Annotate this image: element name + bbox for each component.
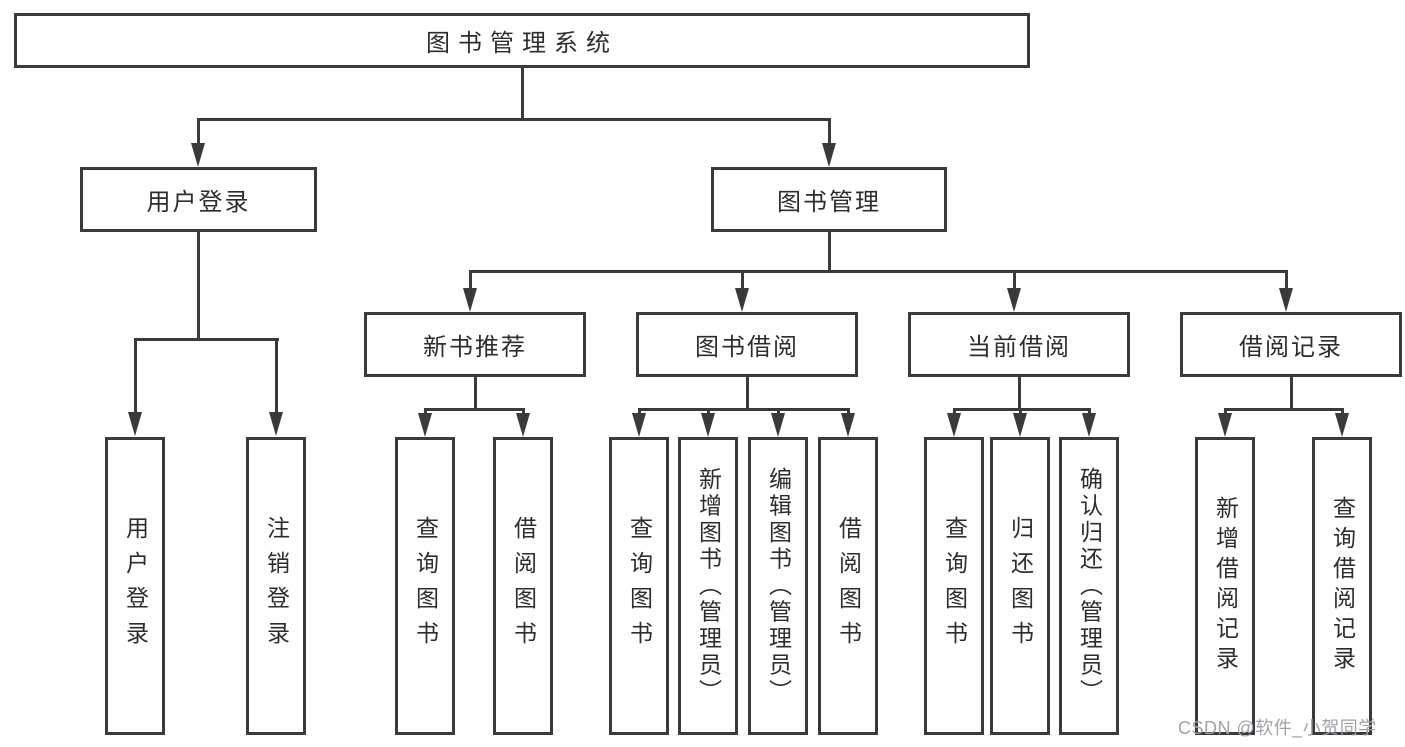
arrowhead-down-icon (632, 413, 646, 437)
connector-line (745, 377, 749, 410)
connector-line (521, 408, 525, 414)
leaf-current-query: 查询图书 (924, 437, 984, 735)
arrowhead-down-icon (1335, 413, 1349, 437)
leaf-newbook-query-label: 查询图书 (412, 516, 439, 656)
leaf-confirm-return: 确认归还（管理员） (1059, 437, 1119, 735)
connector-line (468, 270, 1288, 273)
node-current-borrow: 当前借阅 (908, 312, 1130, 377)
leaf-record-query: 查询借阅记录 (1312, 437, 1372, 735)
leaf-record-add-label: 新增借阅记录 (1212, 496, 1239, 676)
connector-line (706, 408, 710, 414)
connector-line (827, 118, 831, 146)
arrowhead-down-icon (191, 143, 205, 167)
leaf-borrow-add-book: 新增图书（管理员） (678, 437, 738, 735)
leaf-logout: 注销登录 (246, 437, 306, 735)
leaf-borrow-add-book-label: 新增图书（管理员） (695, 466, 722, 706)
connector-line (423, 408, 525, 411)
csdn-watermark: CSDN @软件_小贺同学 (1178, 718, 1377, 738)
connector-line (1223, 408, 1227, 414)
node-new-book-recommend: 新书推荐 (364, 312, 586, 377)
leaf-borrow-edit-book-label: 编辑图书（管理员） (765, 466, 792, 706)
connector-line (196, 118, 831, 121)
arrowhead-down-icon (1082, 413, 1096, 437)
node-root: 图书管理系统 (14, 13, 1030, 68)
node-new-book-recommend-label: 新书推荐 (423, 334, 527, 361)
connector-line (740, 270, 744, 290)
arrowhead-down-icon (269, 412, 283, 436)
connector-line (133, 338, 137, 413)
node-book-management-label: 图书管理 (777, 189, 881, 216)
arrowhead-down-icon (771, 413, 785, 437)
leaf-record-query-label: 查询借阅记录 (1329, 496, 1356, 676)
leaf-newbook-query: 查询图书 (395, 437, 455, 735)
node-user-login: 用户登录 (80, 167, 317, 232)
connector-line (520, 66, 524, 120)
leaf-record-add: 新增借阅记录 (1195, 437, 1255, 735)
node-user-login-label: 用户登录 (146, 189, 251, 216)
connector-line (637, 408, 641, 414)
arrowhead-down-icon (1279, 288, 1293, 312)
leaf-borrow-query: 查询图书 (609, 437, 669, 735)
node-current-borrow-label: 当前借阅 (967, 334, 1071, 361)
connector-line (846, 408, 850, 414)
arrowhead-down-icon (516, 413, 530, 437)
connector-line (776, 408, 780, 414)
arrowhead-down-icon (463, 288, 477, 312)
leaf-borrow-edit-book: 编辑图书（管理员） (748, 437, 808, 735)
arrowhead-down-icon (841, 413, 855, 437)
arrowhead-down-icon (1007, 288, 1021, 312)
arrowhead-down-icon (1218, 413, 1232, 437)
connector-line (1087, 408, 1091, 414)
connector-line (473, 377, 477, 410)
leaf-confirm-return-label: 确认归还（管理员） (1076, 466, 1103, 706)
leaf-user-login: 用户登录 (105, 437, 165, 735)
leaf-newbook-borrow-label: 借阅图书 (510, 516, 537, 656)
node-root-label: 图书管理系统 (426, 30, 618, 57)
connector-line (637, 408, 850, 411)
arrowhead-down-icon (735, 288, 749, 312)
leaf-return-book: 归还图书 (990, 437, 1050, 735)
node-book-borrow-label: 图书借阅 (695, 334, 799, 361)
arrowhead-down-icon (128, 412, 142, 436)
node-book-borrow: 图书借阅 (636, 312, 858, 377)
connector-line (1017, 377, 1021, 410)
connector-line (1018, 408, 1022, 414)
leaf-borrow-book: 借阅图书 (818, 437, 878, 735)
leaf-borrow-book-label: 借阅图书 (835, 516, 862, 656)
leaf-logout-label: 注销登录 (263, 516, 290, 656)
leaf-user-login-label: 用户登录 (122, 516, 149, 656)
node-borrow-record: 借阅记录 (1180, 312, 1402, 377)
connector-line (952, 408, 956, 414)
connector-line (196, 118, 200, 146)
connector-line (196, 232, 200, 338)
connector-line (827, 232, 831, 273)
arrowhead-down-icon (822, 143, 836, 167)
arrowhead-down-icon (1013, 413, 1027, 437)
connector-line (468, 270, 472, 290)
node-borrow-record-label: 借阅记录 (1239, 334, 1343, 361)
connector-line (1284, 270, 1288, 290)
connector-line (1289, 377, 1293, 410)
leaf-borrow-query-label: 查询图书 (626, 516, 653, 656)
arrowhead-down-icon (947, 413, 961, 437)
connector-line (133, 338, 279, 341)
leaf-return-book-label: 归还图书 (1007, 516, 1034, 656)
connector-line (274, 338, 278, 413)
arrowhead-down-icon (418, 413, 432, 437)
leaf-current-query-label: 查询图书 (941, 516, 968, 656)
connector-line (423, 408, 427, 414)
connector-line (952, 408, 1091, 411)
connector-line (1223, 408, 1344, 411)
connector-line (1012, 270, 1016, 290)
arrowhead-down-icon (701, 413, 715, 437)
connector-line (1340, 408, 1344, 414)
node-book-management: 图书管理 (711, 167, 947, 232)
leaf-newbook-borrow: 借阅图书 (493, 437, 553, 735)
